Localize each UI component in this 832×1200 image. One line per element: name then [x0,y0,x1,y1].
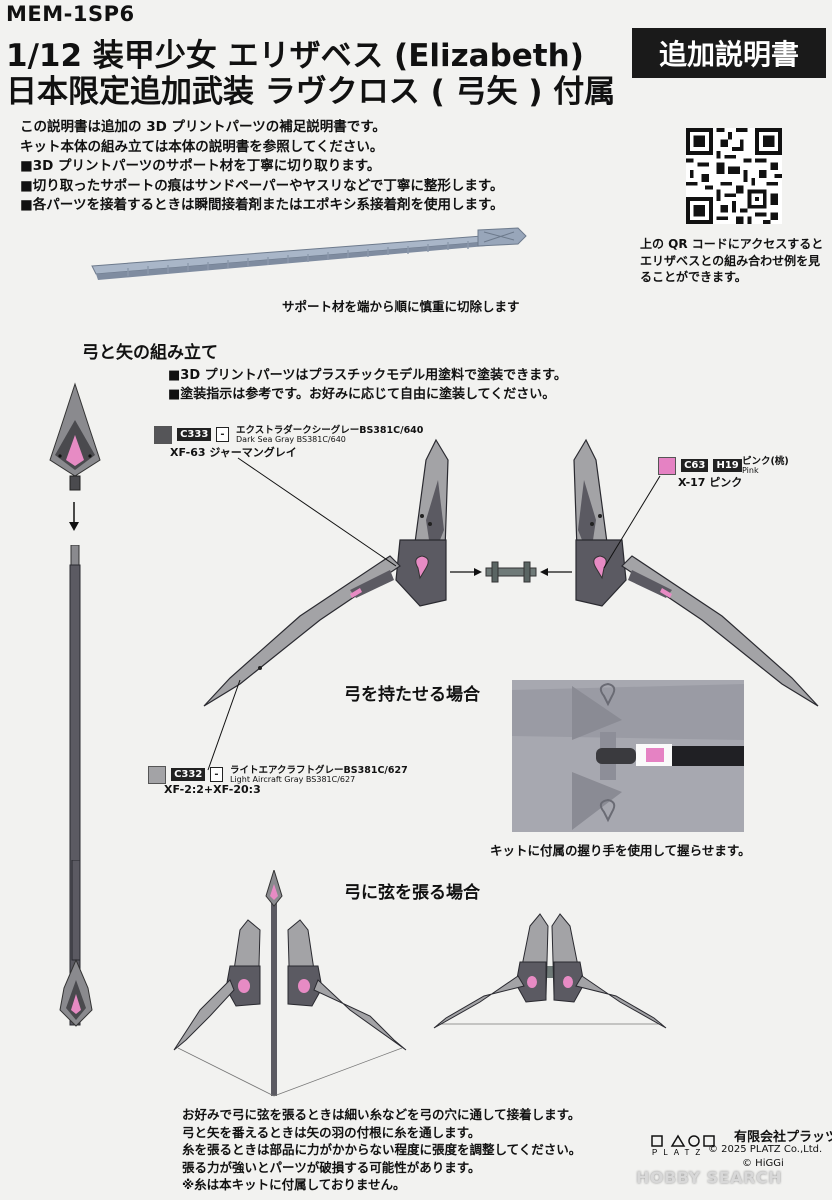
product-code: MEM-1SP6 [6,2,135,26]
section-heading-hold: 弓を持たせる場合 [344,685,480,705]
color-callout-pink: C63 H19 [658,455,742,475]
string-note-line: お好みで弓に弦を張るときは細い糸などを弓の穴に通して接着します。 [182,1107,581,1122]
copyright: © 2025 PLATZ Co.,Ltd. [708,1144,823,1155]
color-code: C333 [177,428,212,441]
color-name-en: Pink [742,466,759,475]
company-name: 有限会社プラッツ [734,1130,832,1145]
color-callout-light-gray: C332 - [148,764,223,784]
licensor-copyright: © HiGGi [742,1158,784,1169]
color-swatch [148,765,166,784]
intro-line: キット本体の組み立ては本体の説明書を参照してください。 [20,138,384,155]
color-mix: XF-63 ジャーマングレイ [170,446,297,459]
qr-note-line: ることができます。 [640,270,747,284]
color-code-2: - [216,427,229,442]
intro-line: ■3D プリントパーツのサポート材を丁寧に切り取ります。 [20,158,381,174]
support-material-illustration [91,227,527,280]
string-notes: お好みで弓に弦を張るときは細い糸などを弓の穴に通して接着します。 弓と矢を番える… [182,1106,581,1194]
color-name-jp: ライトエアクラフトグレーBS381C/627 [230,765,408,776]
section-heading-string: 弓に弦を張る場合 [344,883,480,903]
intro-text: この説明書は追加の 3D プリントパーツの補足説明書です。 キット本体の組み立て… [20,118,504,216]
color-swatch [154,425,172,444]
intro-line: ■各パーツを接着するときは瞬間接着剤またはエポキシ系接着剤を使用します。 [20,197,504,213]
intro-line: ■切り取ったサポートの痕はサンドペーパーやヤスリなどで丁寧に整形します。 [20,177,504,194]
strung-bow-illustration [433,913,667,1029]
qr-code[interactable] [686,128,782,224]
intro-line: この説明書は追加の 3D プリントパーツの補足説明書です。 [20,119,386,135]
color-name-en: Light Aircraft Gray BS381C/627 [230,775,356,784]
paint-note-line: ■塗装指示は参考です。お好みに応じて自由に塗装してください。 [168,387,556,402]
color-code-2: - [210,767,223,782]
arrowhead-illustration [49,382,101,491]
qr-note-line: エリザベスとの組み合わせ例を見 [640,253,821,268]
color-callout-dark-gray: C333 - [154,424,229,444]
string-note-line: 張る力が強いとパーツが破損する可能性があります。 [182,1159,481,1175]
paint-note-line: ■3D プリントパーツはプラスチックモデル用塗料で塗装できます。 [168,368,567,383]
color-code-2: H19 [713,459,742,472]
color-name-jp: エクストラダークシーグレーBS381C/640 [236,425,424,436]
platz-logo: PLATZ [651,1134,715,1156]
string-note-line: 弓と矢を番えるときは矢の羽の付根に糸を通します。 [182,1124,481,1140]
connector-pin-illustration [450,561,572,583]
support-caption: サポート材を端から順に慎重に切除します [282,299,520,314]
qr-note: 上の QR コードにアクセスすると エリザベスとの組み合わせ例を見 ることができ… [640,236,823,286]
hold-caption: キットに付属の握り手を使用して握らせます。 [490,843,751,858]
color-mix: X-17 ピンク [678,476,743,489]
section-heading-assembly: 弓と矢の組み立て [82,343,218,363]
qr-note-line: 上の QR コードにアクセスすると [640,237,824,251]
paint-notes: ■3D プリントパーツはプラスチックモデル用塗料で塗装できます。 ■塗装指示は参… [168,366,567,404]
color-name-jp: ピンク(桃) [742,456,789,467]
color-name-en: Dark Sea Gray BS381C/640 [236,435,346,444]
assembled-arrow-illustration [59,860,93,1027]
color-code: C63 [681,459,709,472]
color-code: C332 [171,768,206,781]
title-line-1: 1/12 装甲少女 エリザベス (Elizabeth) [6,38,584,74]
bow-left-half-illustration [203,438,449,707]
watermark: HOBBY SEARCH [636,1168,782,1187]
platz-logo-text: PLATZ [652,1148,706,1156]
down-arrow-icon [69,502,79,531]
color-swatch [658,456,676,475]
strung-bow-with-arrow-illustration [173,870,407,1097]
string-note-line: 糸を張るときは部品に力がかからない程度に張度を調整してください。 [182,1142,582,1157]
hand-holding-bow-photo [512,680,744,832]
supplement-badge: 追加説明書 [632,28,826,78]
color-mix: XF-2:2+XF-20:3 [164,783,261,796]
title-line-2: 日本限定追加武装 ラヴクロス ( 弓矢 ) 付属 [6,74,616,110]
string-note-line: ※糸は本キットに付属しておりません。 [182,1177,406,1192]
